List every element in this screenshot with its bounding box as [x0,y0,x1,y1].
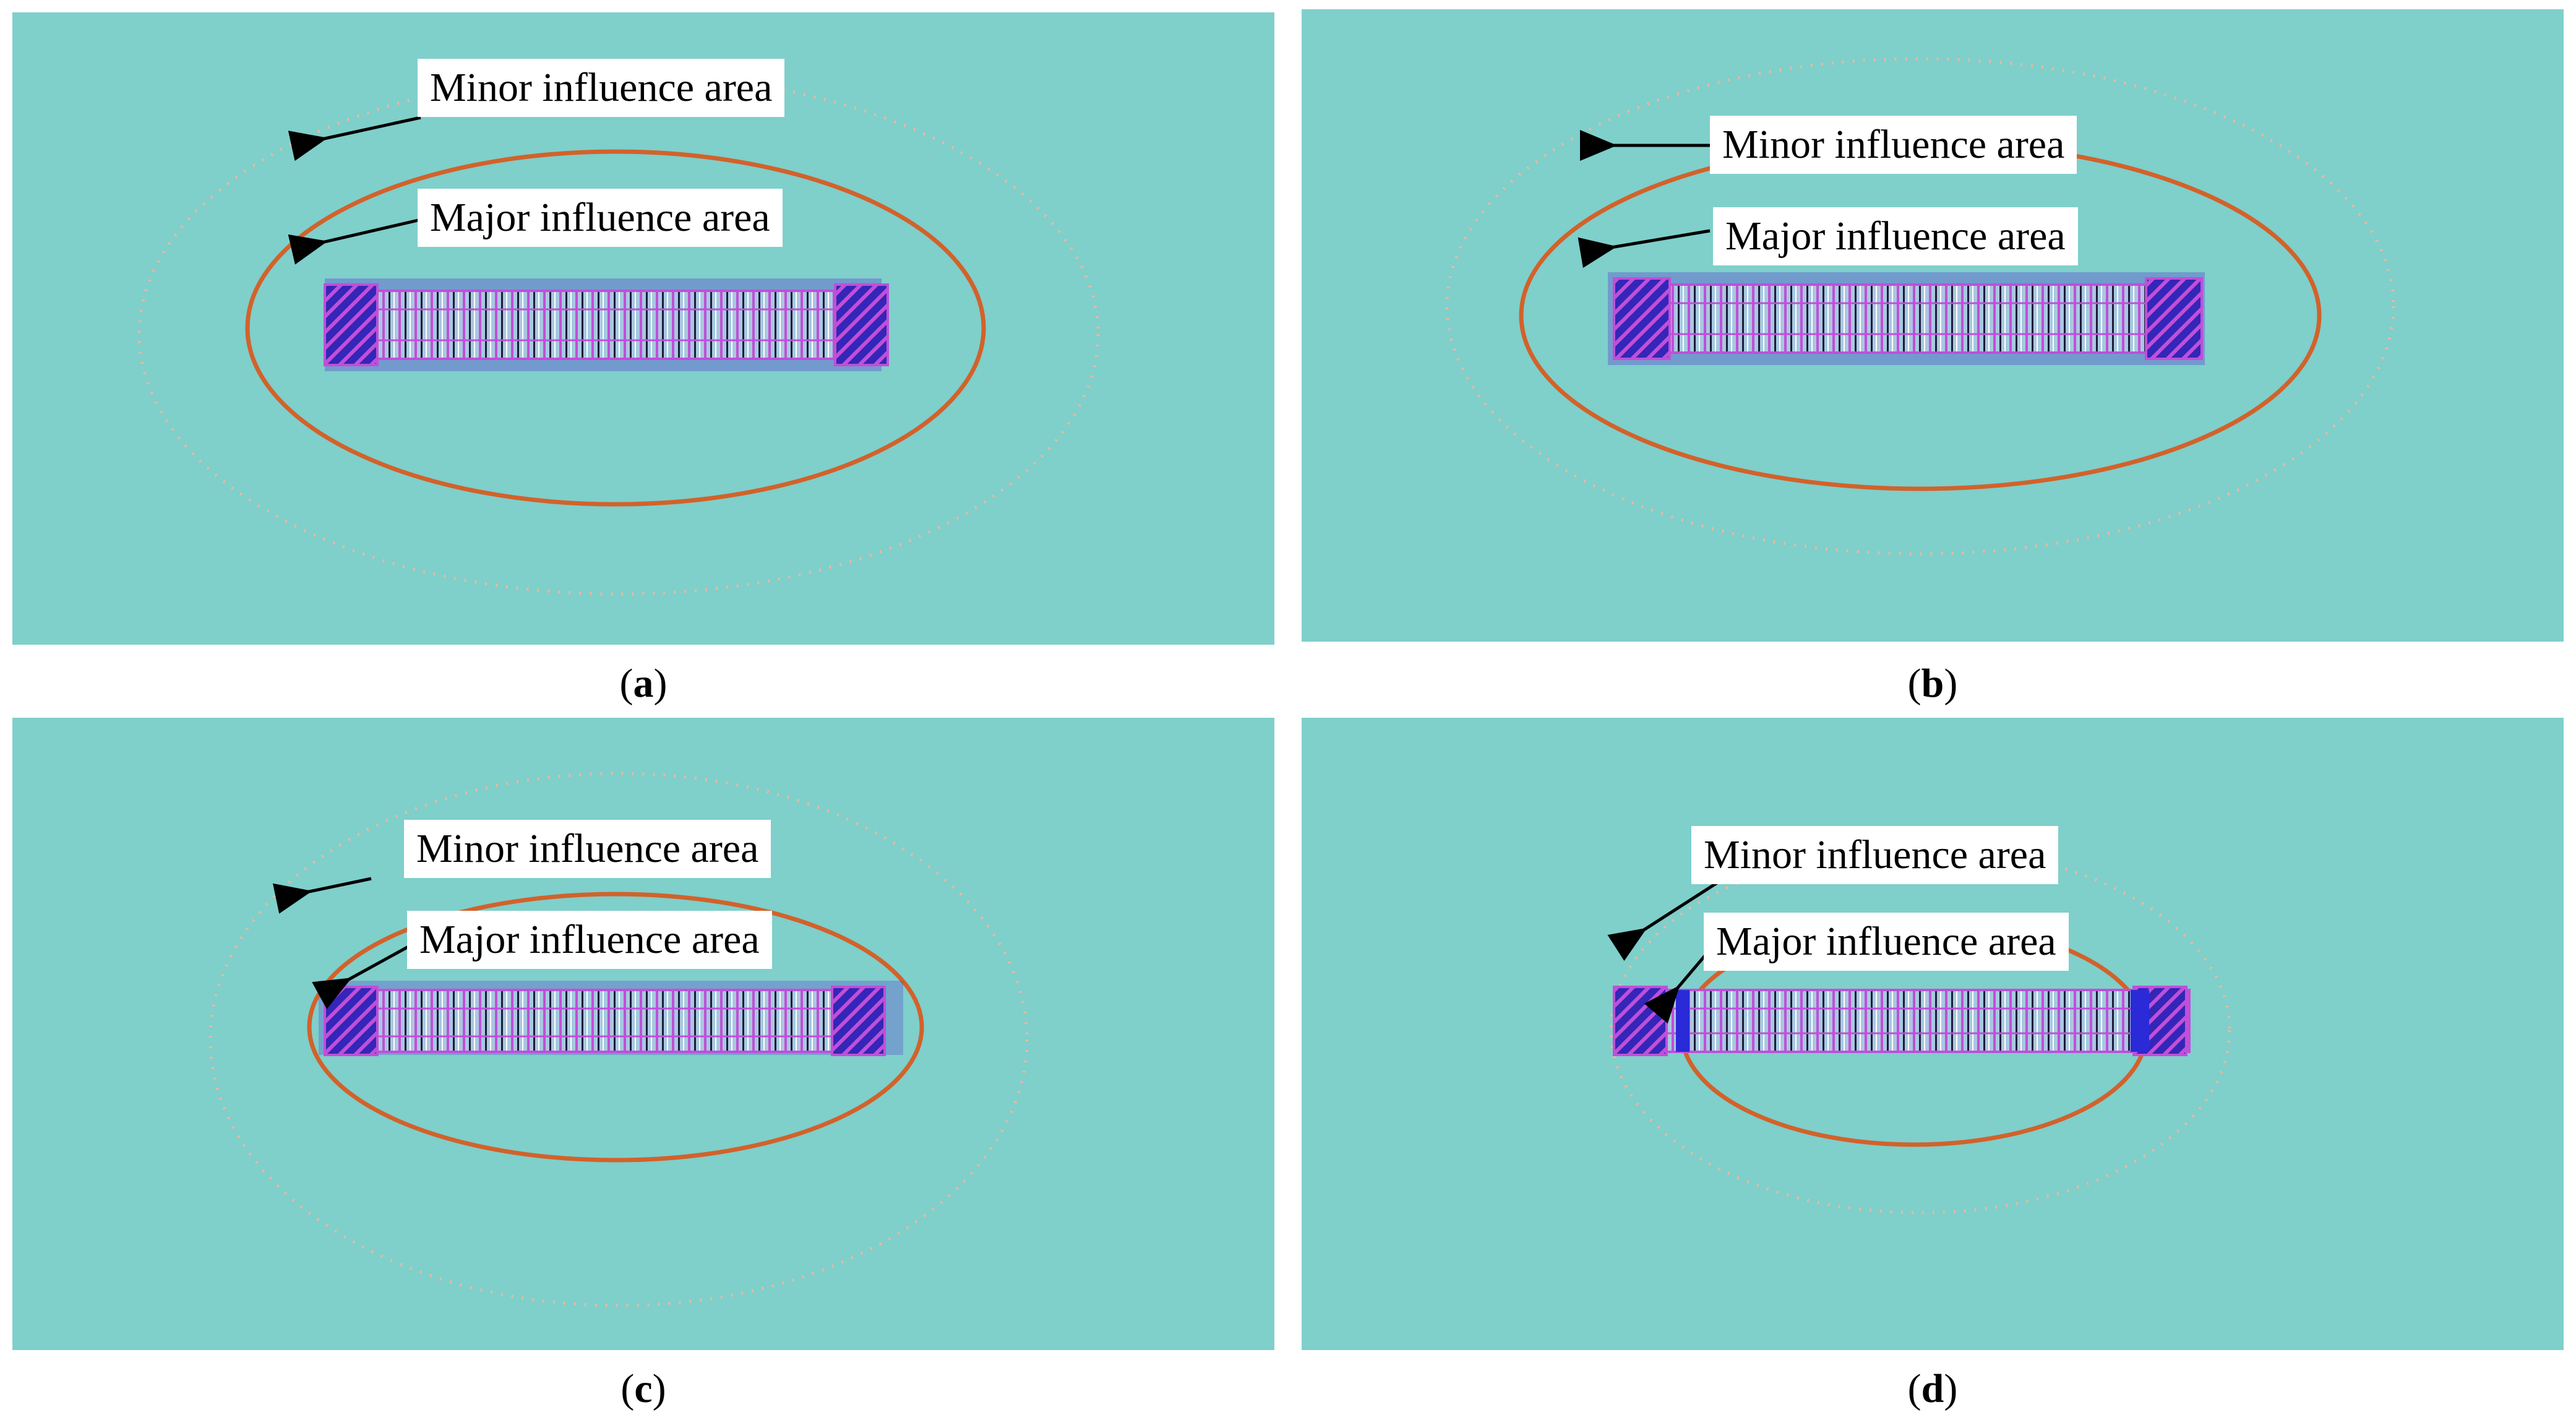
panel-c: Minor influence area Major influence are… [12,718,1274,1350]
major-influence-label: Major influence area [407,911,772,969]
minor-influence-label: Minor influence area [1691,826,2059,884]
major-influence-label: Major influence area [1713,207,2078,265]
caption-a: (a) [619,661,668,706]
caption-b: (b) [1907,661,1958,706]
major-influence-ellipse [307,892,924,1163]
caption-d: (d) [1907,1366,1958,1411]
major-influence-label: Major influence area [1704,913,2069,971]
major-influence-label: Major influence area [418,189,783,247]
minor-arrow [272,877,372,914]
structure [1608,272,2205,365]
structure [324,278,889,371]
caption-c: (c) [620,1366,666,1411]
minor-influence-label: Minor influence area [404,820,771,878]
minor-influence-ellipse [1445,57,2395,556]
panel-c-diagram [208,772,1029,1307]
minor-arrow [288,116,421,161]
panel-d: Minor influence area Major influence are… [1302,718,2564,1350]
structure [319,981,903,1056]
panel-d-diagram [1607,846,2231,1215]
panel-b-diagram [1445,57,2395,556]
minor-influence-ellipse [208,772,1029,1307]
major-arrow [1578,229,1711,268]
panel-b: Minor influence area Major influence are… [1302,9,2564,642]
minor-influence-label: Minor influence area [418,59,785,117]
structure [1613,986,2191,1056]
panel-a-diagram [137,72,1100,596]
major-arrow [288,218,421,265]
minor-influence-ellipse [137,72,1100,596]
major-influence-ellipse [245,149,986,507]
minor-influence-label: Minor influence area [1710,116,2077,174]
minor-arrow [1607,874,1730,962]
panel-a: Minor influence area Major influence are… [12,12,1274,645]
major-arrow [312,945,410,1010]
